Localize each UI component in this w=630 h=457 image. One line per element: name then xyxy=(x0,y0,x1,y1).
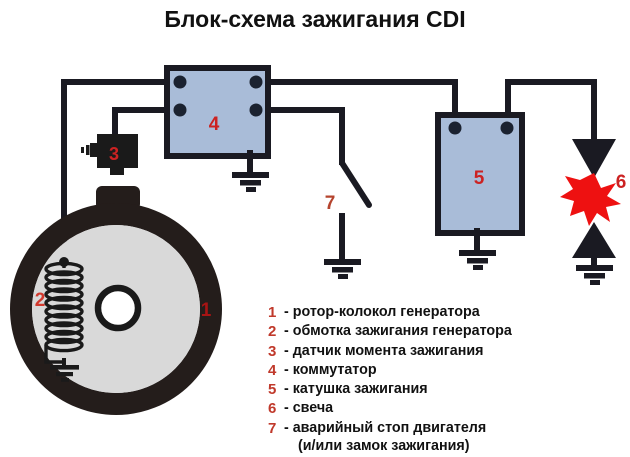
ignition-coil-terminal-out xyxy=(500,121,514,135)
ground-icon xyxy=(50,365,79,382)
legend-text: - датчик момента зажигания xyxy=(284,342,484,359)
spark-plug-electrode-top xyxy=(572,139,616,178)
ignition-coil-body[interactable] xyxy=(435,112,525,236)
rotor-bell-ring[interactable] xyxy=(10,203,222,415)
legend-number: 2 xyxy=(268,323,277,341)
legend-text: - свеча xyxy=(284,400,334,417)
kill-switch-blade[interactable] xyxy=(339,160,372,208)
cdi-terminal-out-1 xyxy=(249,75,263,89)
generator-coil-label: 2 xyxy=(35,290,46,311)
timing-sensor-label: 3 xyxy=(109,144,119,164)
legend-number: 1 xyxy=(268,304,277,321)
ground-icon xyxy=(324,259,361,279)
legend-item: 6 - свеча xyxy=(268,399,518,418)
spark-plug-group[interactable]: 6 xyxy=(560,139,626,285)
cdi-terminal-out-2 xyxy=(249,103,263,117)
legend-text: - обмотка зажигания генератора xyxy=(284,323,512,340)
legend: 1 - ротор-колокол генератора 2 - обмотка… xyxy=(268,303,518,457)
spark-plug-electrode-bottom xyxy=(572,222,616,258)
legend-item: 4 - коммутатор xyxy=(268,361,518,380)
timing-sensor-foot xyxy=(110,166,124,175)
legend-text: - аварийный стоп двигателя xyxy=(284,419,487,436)
rotor-hub xyxy=(94,284,142,332)
legend-item: 1 - ротор-колокол генератора xyxy=(268,303,518,322)
kill-switch-label: 7 xyxy=(325,193,336,214)
sensor-pickup-icon xyxy=(81,143,97,157)
cdi-terminal-in-1 xyxy=(173,75,187,89)
generator-coil-winding xyxy=(44,261,84,364)
rotor-bell-label: 1 xyxy=(201,300,212,321)
legend-number: 4 xyxy=(268,361,277,379)
ignition-coil-label: 5 xyxy=(474,168,485,189)
cdi-unit-group[interactable]: 4 xyxy=(164,65,271,192)
kill-switch-group[interactable]: 7 xyxy=(324,160,372,279)
page-title: Блок-схема зажигания CDI xyxy=(164,6,466,32)
wire-cdi-to-coil xyxy=(268,79,458,125)
timing-sensor-group[interactable]: 3 xyxy=(81,134,138,175)
generator-coil-node xyxy=(59,257,69,267)
ground-icon xyxy=(459,250,496,270)
legend-item: 7 - аварийный стоп двигателя xyxy=(268,419,518,438)
cdi-unit-label: 4 xyxy=(209,114,220,135)
legend-number: 3 xyxy=(268,342,277,360)
legend-text-continuation: (и/или замок зажигания) xyxy=(298,438,470,455)
ground-icon xyxy=(232,172,269,192)
legend-item: 5 - катушка зажигания xyxy=(268,380,518,399)
legend-text: - катушка зажигания xyxy=(284,381,428,398)
timing-sensor-body[interactable] xyxy=(97,134,138,168)
wire-cdi-to-killswitch xyxy=(268,107,345,165)
legend-number: 7 xyxy=(268,419,277,437)
legend-text: - ротор-колокол генератора xyxy=(284,304,480,320)
spark-star-icon xyxy=(560,173,621,226)
ignition-coil-group[interactable]: 5 xyxy=(435,112,525,270)
wire-generator-to-cdi xyxy=(61,79,178,262)
cdi-terminal-in-2 xyxy=(173,103,187,117)
legend-text: - коммутатор xyxy=(284,361,377,378)
wire-coil-to-sparkplug xyxy=(505,79,597,140)
generator-group[interactable]: 1 2 xyxy=(10,186,222,415)
legend-number: 6 xyxy=(268,400,277,418)
legend-item: 3 - датчик момента зажигания xyxy=(268,342,518,361)
legend-item: 2 - обмотка зажигания генератора xyxy=(268,322,518,341)
spark-plug-label: 6 xyxy=(616,172,627,193)
ground-icon xyxy=(576,265,613,285)
ignition-coil-terminal-in xyxy=(448,121,462,135)
legend-number: 5 xyxy=(268,381,277,399)
